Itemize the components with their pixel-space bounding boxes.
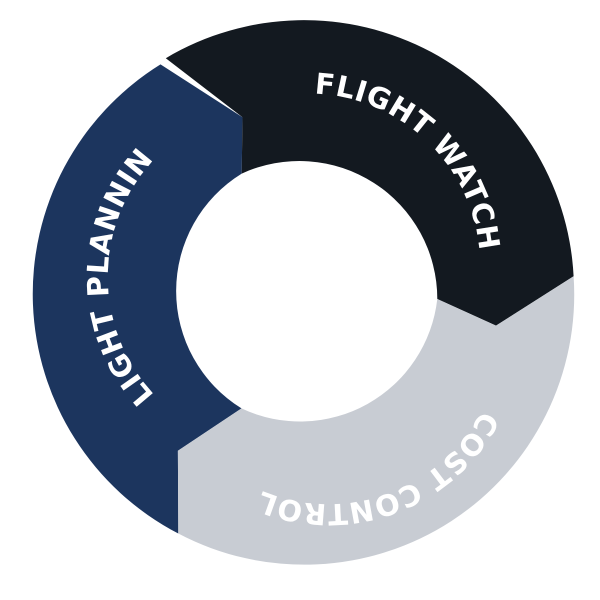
segment-flight-planning xyxy=(32,64,243,534)
segment-flight-watch xyxy=(165,20,574,326)
ring-segments xyxy=(32,20,575,565)
segment-cost-control xyxy=(177,276,575,565)
